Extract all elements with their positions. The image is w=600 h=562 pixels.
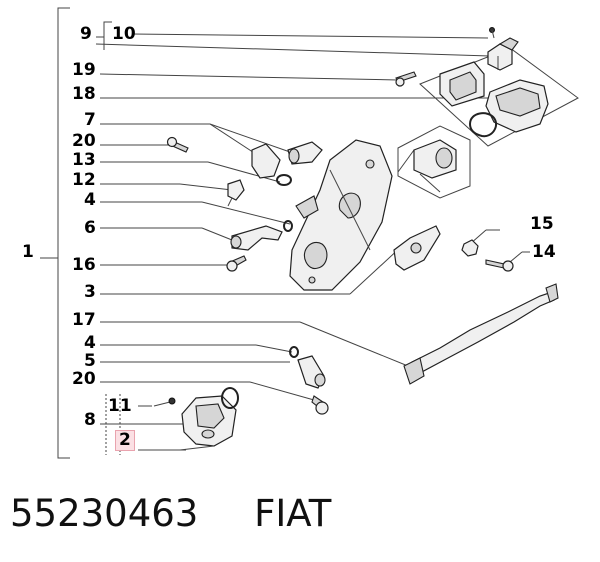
nut-15 xyxy=(461,239,479,257)
callout-4-bottom: 4 xyxy=(84,333,96,353)
water-pump-housing xyxy=(289,139,393,291)
callout-15: 15 xyxy=(530,214,554,234)
gasket-3 xyxy=(393,225,441,271)
pipe-7 xyxy=(251,141,323,179)
oring-13 xyxy=(276,174,292,186)
callout-14: 14 xyxy=(532,242,556,262)
callout-8: 8 xyxy=(84,410,96,430)
callout-16: 16 xyxy=(72,255,96,275)
thermostat-exploded-box xyxy=(397,125,471,199)
callout-18: 18 xyxy=(72,84,96,104)
bolt-16 xyxy=(226,255,247,272)
sensor-9 xyxy=(487,37,519,71)
bolt-14 xyxy=(485,259,514,272)
thermostat-housing xyxy=(413,139,457,179)
oring-4-bottom xyxy=(289,346,299,358)
coolant-pipe-17 xyxy=(403,283,559,385)
part-number: 55230463 xyxy=(10,492,199,535)
callout-9: 9 xyxy=(80,24,92,44)
callout-13: 13 xyxy=(72,150,96,170)
callout-6: 6 xyxy=(84,218,96,238)
bolt-19 xyxy=(395,71,417,87)
callout-1: 1 xyxy=(22,242,34,262)
oring-4-top xyxy=(283,220,293,232)
group-9-bracket xyxy=(96,21,112,50)
callout-11: 11 xyxy=(108,396,132,416)
callout-2-highlighted: 2 xyxy=(115,430,135,451)
screw-11 xyxy=(153,397,176,407)
thermostat-assembly-2 xyxy=(179,387,239,451)
sensor-12 xyxy=(227,179,245,207)
callout-4-top: 4 xyxy=(84,190,96,210)
brand-name: FIAT xyxy=(254,492,332,535)
callout-20-bottom: 20 xyxy=(72,369,96,389)
callout-20-top: 20 xyxy=(72,131,96,151)
callout-17: 17 xyxy=(72,310,96,330)
callout-3: 3 xyxy=(84,282,96,302)
hose-fitting-6 xyxy=(230,225,283,251)
bolt-20-bottom xyxy=(311,395,329,415)
elbow-pipe-5 xyxy=(297,355,326,389)
bolt-20-top xyxy=(166,136,189,153)
callout-19: 19 xyxy=(72,60,96,80)
group-1-bracket xyxy=(40,7,70,459)
callout-12: 12 xyxy=(72,170,96,190)
part-caption: 55230463 FIAT xyxy=(10,492,331,542)
pin-10 xyxy=(489,27,495,39)
exploded-parts-diagram xyxy=(40,7,579,459)
actuator-exploded-box xyxy=(419,47,579,147)
leader-lines xyxy=(95,33,530,451)
callout-7: 7 xyxy=(84,110,96,130)
actuator-18 xyxy=(439,61,549,138)
callout-10: 10 xyxy=(112,24,136,44)
callout-5: 5 xyxy=(84,351,96,371)
